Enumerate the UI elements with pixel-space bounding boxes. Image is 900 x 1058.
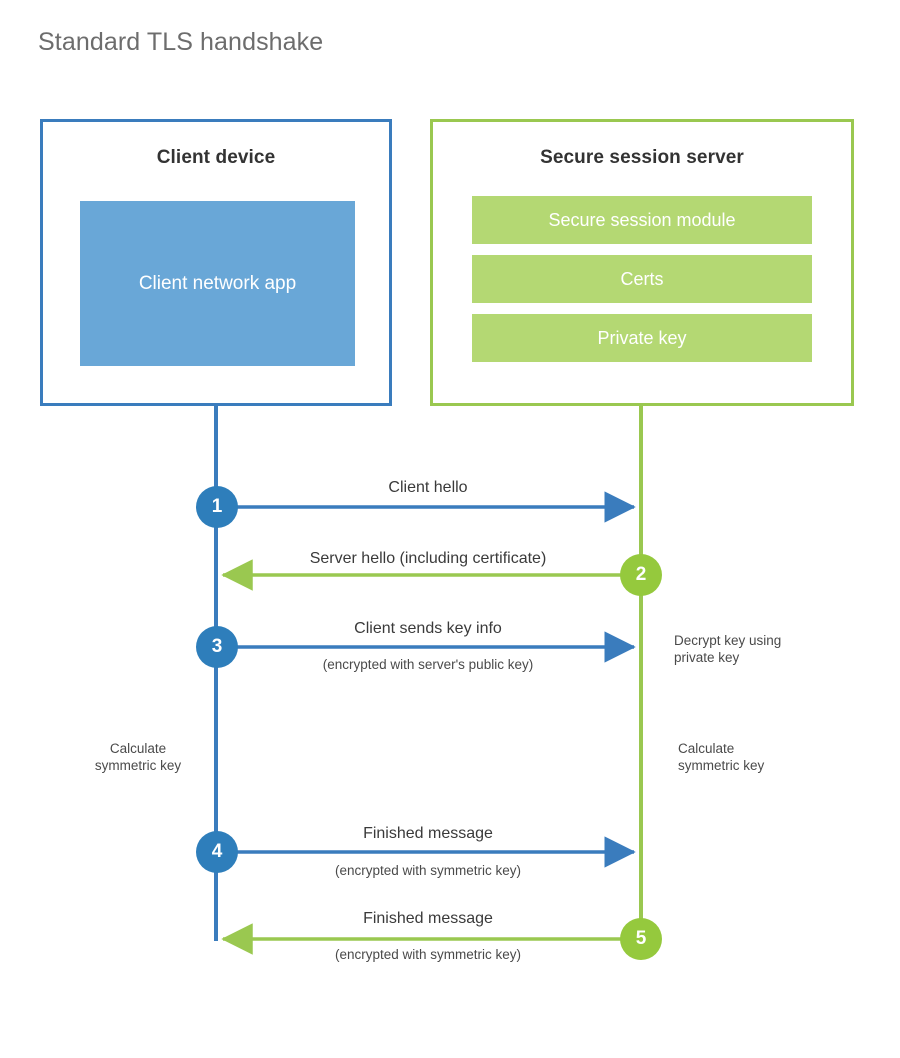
step-badge-3[interactable]: 3	[196, 626, 238, 668]
message-label-3: Client sends key info	[354, 620, 502, 637]
step-badge-2[interactable]: 2	[620, 554, 662, 596]
message-sublabel-4: (encrypted with symmetric key)	[334, 863, 522, 878]
step-badge-4[interactable]: 4	[196, 831, 238, 873]
page-title: Standard TLS handshake	[38, 28, 324, 56]
annotation-decrypt-key: Decrypt key using private key	[674, 633, 782, 665]
message-label-5: Finished message	[363, 910, 493, 927]
server-box-title: Secure session server	[540, 147, 744, 168]
message-sublabel-3: (encrypted with server's public key)	[322, 657, 534, 672]
message-label-2: Server hello (including certificate)	[309, 550, 547, 567]
client-box-title: Client device	[156, 147, 276, 168]
server-block-secure-session-module: Secure session module	[472, 196, 812, 244]
message-sublabel-5: (encrypted with symmetric key)	[334, 947, 522, 962]
client-network-app-block: Client network app	[80, 201, 355, 366]
server-component-list: Secure session module Certs Private key	[472, 196, 812, 362]
participant-box-server: Secure session server Secure session mod…	[430, 119, 854, 406]
annotation-client-calculate-symmetric-key: Calculate symmetric key	[94, 741, 182, 773]
step-badge-5[interactable]: 5	[620, 918, 662, 960]
annotation-server-calculate-symmetric-key: Calculate symmetric key	[678, 741, 765, 773]
message-label-4: Finished message	[363, 825, 493, 842]
message-label-1: Client hello	[388, 479, 468, 496]
step-badge-1[interactable]: 1	[196, 486, 238, 528]
server-block-private-key: Private key	[472, 314, 812, 362]
server-block-certs: Certs	[472, 255, 812, 303]
participant-box-client: Client device Client network app	[40, 119, 392, 406]
